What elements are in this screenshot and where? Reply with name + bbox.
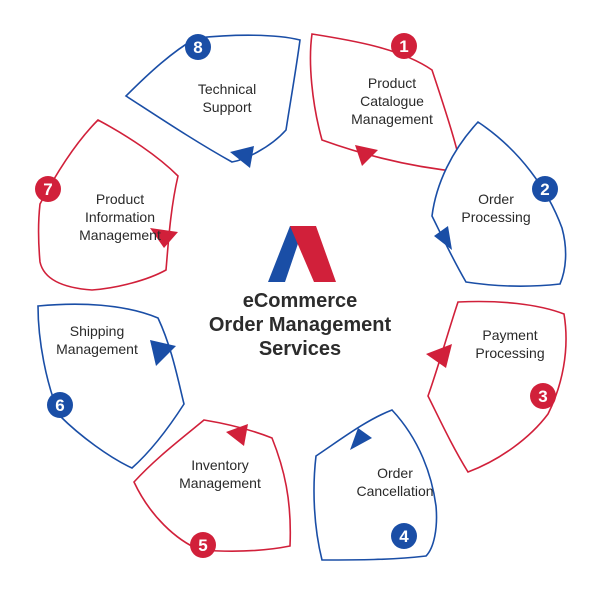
petal-arrow-icon bbox=[150, 228, 178, 248]
petal-arrow-icon bbox=[355, 145, 378, 166]
service-label-6: Shipping Management bbox=[56, 323, 138, 357]
title-line-1: eCommerce bbox=[242, 290, 358, 312]
petal-arrow-icon bbox=[426, 344, 452, 368]
title-line-3: Services bbox=[258, 338, 342, 360]
title-line-2: Order Management bbox=[208, 314, 392, 336]
service-petal-7 bbox=[37, 119, 179, 291]
red-blue-A-logo-icon bbox=[268, 226, 336, 282]
service-label-7: Product Information Management bbox=[79, 191, 161, 243]
service-label-4: Order Cancellation bbox=[356, 465, 434, 499]
petal-arrow-icon bbox=[350, 428, 372, 450]
number-badge-text: 8 bbox=[193, 38, 202, 57]
number-badge-text: 1 bbox=[399, 37, 408, 56]
petal-arrow-icon bbox=[434, 226, 452, 250]
number-badge-7 bbox=[35, 176, 61, 202]
petal-arrow-icon bbox=[150, 340, 176, 366]
number-badge-5 bbox=[190, 532, 216, 558]
service-label-1: Product Catalogue Management bbox=[351, 75, 433, 127]
number-badge-text: 2 bbox=[540, 180, 549, 199]
service-label-8: Technical Support bbox=[197, 81, 257, 115]
service-label-2: Order Processing bbox=[461, 191, 531, 225]
number-badge-text: 6 bbox=[55, 396, 64, 415]
number-badge-3 bbox=[530, 383, 556, 409]
number-badge-text: 3 bbox=[538, 387, 547, 406]
petal-arrow-icon bbox=[226, 424, 248, 446]
petal-arrow-icon bbox=[230, 146, 254, 168]
service-petal-4 bbox=[313, 409, 438, 561]
service-petal-3 bbox=[427, 300, 567, 473]
number-badge-text: 5 bbox=[198, 536, 207, 555]
number-badge-text: 4 bbox=[399, 527, 409, 546]
number-badge-2 bbox=[532, 176, 558, 202]
number-badge-8 bbox=[185, 34, 211, 60]
number-badge-1 bbox=[391, 33, 417, 59]
service-label-5: Inventory Management bbox=[179, 457, 261, 491]
number-badge-6 bbox=[47, 392, 73, 418]
service-label-3: Payment Processing bbox=[475, 327, 545, 361]
number-badge-text: 7 bbox=[43, 180, 52, 199]
number-badge-4 bbox=[391, 523, 417, 549]
